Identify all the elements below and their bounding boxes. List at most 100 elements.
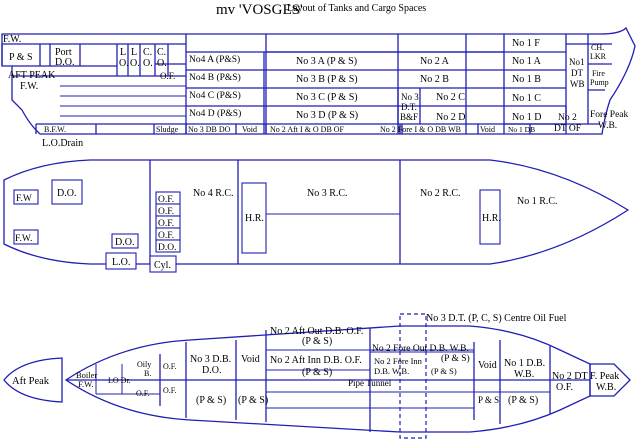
lower-no2aftout-2: (P & S) <box>302 336 332 347</box>
ship-name: mv 'VOSGES' <box>216 2 303 18</box>
profile-no4a: No4 A (P&S) <box>189 54 240 65</box>
lower-ps-c: P & S <box>478 395 499 405</box>
profile-no1c: No 1 C <box>512 93 541 104</box>
plan-of-4: O.F. <box>158 231 174 241</box>
profile-lo1-b: O. <box>119 58 129 69</box>
lower-no3dt-label: No 3 D.T. (P, C, S) Centre Oil Fuel <box>426 313 567 324</box>
profile-no4d: No4 D (P&S) <box>189 108 241 119</box>
profile-void1: Void <box>242 125 257 134</box>
profile-no3c: No 3 C (P & S) <box>296 92 358 103</box>
profile-no3b: No 3 B (P & S) <box>296 74 358 85</box>
plan-no1rc: No 1 R.C. <box>517 196 558 207</box>
profile-no4b: No4 B (P&S) <box>189 72 241 83</box>
lower-no2foreout-1: No 2 Fore Out D.B. W.B. <box>372 344 469 354</box>
profile-no1f: No 1 F <box>512 38 540 49</box>
plan-of-2: O.F. <box>158 207 174 217</box>
lower-fpeak-2: W.B. <box>596 382 616 393</box>
profile-no2c: No 2 C <box>436 92 465 103</box>
profile-fw: F.W. <box>3 34 21 45</box>
plan-do-3: D.O. <box>115 237 134 248</box>
profile-lodrain: L.O.Drain <box>42 138 83 149</box>
profile-no1db: No 1 DB <box>508 125 535 134</box>
lower-boiler-2: F.W. <box>78 379 94 389</box>
profile-void2: Void <box>480 125 495 134</box>
lower-no2dt-2: O.F. <box>556 382 573 393</box>
lower-of-b: O.F. <box>163 386 177 395</box>
lower-fpeak-1: F. Peak <box>590 371 619 382</box>
profile-aft-peak-1: AFT PEAK <box>8 70 56 81</box>
profile-co-a: C. <box>143 47 152 58</box>
profile-ps: P & S <box>9 52 33 63</box>
lower-no2foreinn-1: No 2 Fore Inn <box>374 356 423 366</box>
profile-no1dt-3: WB <box>570 79 585 89</box>
profile-no1dt-1: No1 <box>569 57 585 67</box>
profile-sludge: Sludge <box>156 125 179 134</box>
profile-no3dt-2: D.T. <box>401 102 417 112</box>
lower-void-b: Void <box>478 360 497 371</box>
lower-no2aftinn-2: (P & S) <box>302 367 332 378</box>
profile-chlkr-1: CH. <box>591 43 604 52</box>
lower-of-small: O.F. <box>136 389 150 398</box>
profile-forepeak-2: W.B. <box>598 121 617 131</box>
lower-no3db-2: D.O. <box>202 365 221 376</box>
profile-of: O.F. <box>160 71 175 81</box>
upper-plan-view: F.W F.W. D.O. O.F. O.F. O.F. O.F. D.O. D… <box>3 159 630 273</box>
lower-no2aftout-1: No 2 Aft Out D.B. O.F. <box>270 326 363 337</box>
plan-lo: L.O. <box>112 257 130 268</box>
profile-view: F.W. P & S Port D.O. L O. L O. C. O. C. … <box>1 26 636 149</box>
profile-firepump-2: Pump <box>590 78 609 87</box>
profile-no3dbdo: No 3 DB DO <box>188 125 231 134</box>
plan-hr-2: H.R. <box>482 213 501 224</box>
lower-ps-b: (P & S) <box>238 395 268 406</box>
lower-ps-a: (P & S) <box>196 395 226 406</box>
profile-no1dt-2: DT <box>571 68 583 78</box>
profile-no4c: No4 C (P&S) <box>189 90 241 101</box>
plan-do: D.O. <box>57 188 76 199</box>
profile-lo2-a: L <box>131 47 137 58</box>
lower-no2foreout-2: (P & S) <box>441 353 470 364</box>
profile-chlkr-2: LKR <box>590 52 607 61</box>
plan-of-3: O.F. <box>158 219 174 229</box>
lower-ps-d: (P & S) <box>508 395 538 406</box>
profile-no3dt-3: B&F <box>400 112 418 122</box>
plan-hr-1: H.R. <box>245 213 264 224</box>
profile-lo2-b: O. <box>130 58 140 69</box>
lower-boiler-1: Boiler <box>76 370 97 380</box>
lower-aft-peak: Aft Peak <box>12 376 50 387</box>
profile-no1b: No 1 B <box>512 74 541 85</box>
plan-fw-top: F.W <box>16 194 32 204</box>
lower-no1db-1: No 1 D.B. <box>504 358 545 369</box>
profile-no2d: No 2 D <box>436 112 465 123</box>
profile-no2a: No 2 A <box>420 56 450 67</box>
profile-bfw: B.F.W. <box>44 125 66 134</box>
profile-no3dt-1: No 3 <box>401 92 419 102</box>
profile-lo1-a: L <box>120 47 126 58</box>
profile-no3a: No 3 A (P & S) <box>296 56 357 67</box>
plan-cyl: Cyl. <box>154 260 171 271</box>
profile-no3d: No 3 D (P & S) <box>296 110 358 121</box>
lower-void-a: Void <box>241 354 260 365</box>
lower-of-a: O.F. <box>163 362 177 371</box>
profile-port-do-1: Port <box>55 47 72 58</box>
profile-co-b: O. <box>143 58 153 69</box>
lower-no2foreinn-3: (P & S) <box>431 366 457 376</box>
profile-forepeak-1: Fore Peak <box>590 110 629 120</box>
lower-no2foreinn-2: D.B. W.B. <box>374 366 409 376</box>
profile-aft-peak-2: F.W. <box>20 81 38 92</box>
profile-no2aft: No 2 Aft I & O DB OF <box>270 125 345 134</box>
profile-no2b: No 2 B <box>420 74 449 85</box>
plan-no4rc: No 4 R.C. <box>193 188 234 199</box>
plan-of-1: O.F. <box>158 195 174 205</box>
profile-no2dt-1: No 2 <box>558 113 577 123</box>
lower-lodr: LO Dr. <box>108 376 131 385</box>
profile-port-do-2: D.O. <box>55 57 74 68</box>
profile-co2-b: O. <box>157 58 167 69</box>
lower-oily-2: B. <box>144 369 151 378</box>
plan-no3rc: No 3 R.C. <box>307 188 348 199</box>
profile-no1d: No 1 D <box>512 112 541 123</box>
lower-no1db-2: W.B. <box>514 369 534 380</box>
plan-do-2: D.O. <box>158 243 176 253</box>
lower-oily-1: Oily <box>137 360 151 369</box>
profile-co2-a: C. <box>157 47 166 58</box>
lower-plan-view: No 3 D.T. (P, C, S) Centre Oil Fuel Aft … <box>3 313 631 439</box>
